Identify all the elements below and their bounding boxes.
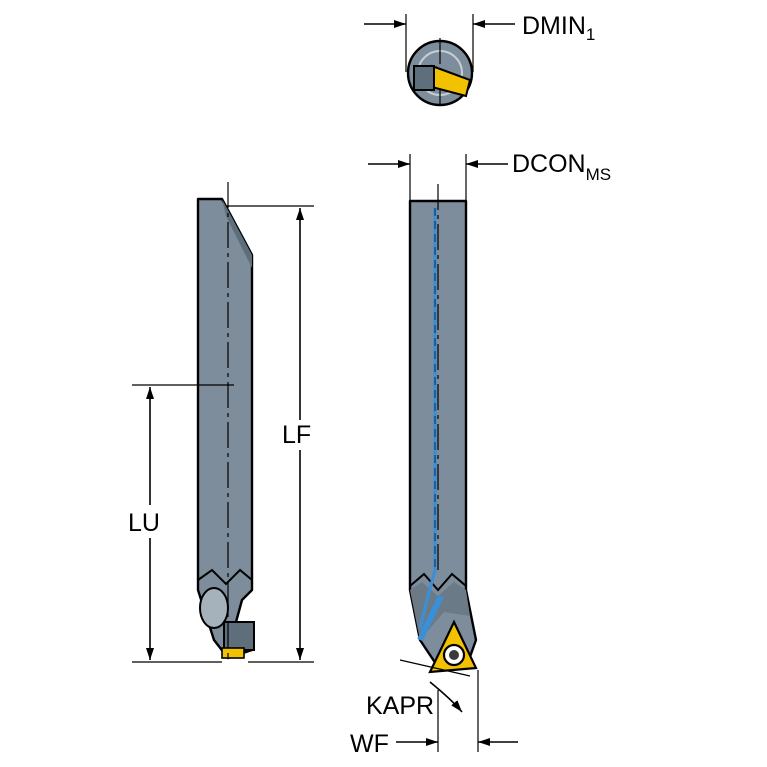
side-view-left-flat: [222, 199, 252, 268]
wf-label: WF: [350, 730, 389, 758]
coolant-channel: [418, 208, 437, 629]
end-view-clamp: [413, 65, 435, 91]
dcon-dimension: DCONMS: [368, 150, 611, 200]
side-view-right-chevron: [409, 572, 467, 592]
kapr-label: KAPR: [366, 692, 434, 720]
dcon-label: DCONMS: [512, 150, 611, 184]
wf-dimension: WF: [350, 730, 518, 758]
side-view-left-insert: [221, 647, 245, 659]
side-view-left-insert-seat: [223, 621, 255, 651]
dmin-label: DMIN1: [522, 12, 595, 44]
lu-dimension: LU: [128, 384, 234, 663]
dmin-dimension: DMIN1: [364, 12, 595, 72]
lf-dimension: LF: [226, 205, 314, 663]
end-view: [406, 38, 474, 108]
side-view-left-shank: [196, 197, 254, 660]
insert-screw-hole: [449, 650, 459, 660]
coolant-channel-angled: [417, 594, 444, 642]
side-view-left-chevron: [197, 568, 253, 586]
lf-label: LF: [282, 421, 311, 449]
kapr-dimension: KAPR: [366, 659, 479, 752]
side-view-left: [196, 182, 255, 660]
lu-label: LU: [128, 509, 160, 537]
side-view-right: [408, 184, 478, 674]
